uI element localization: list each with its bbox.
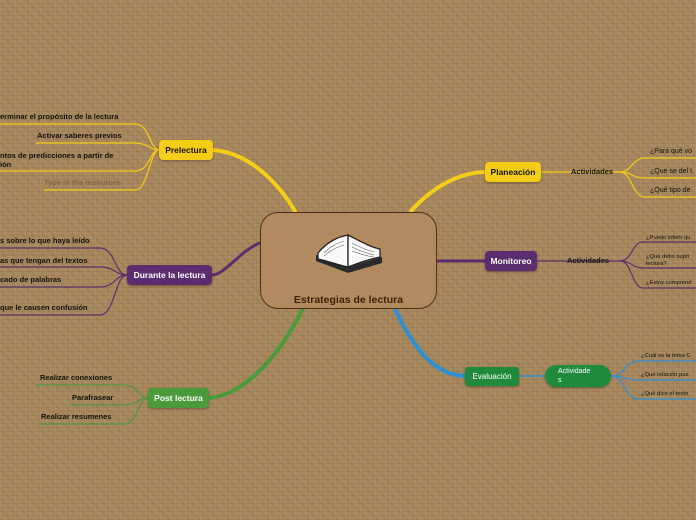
evaluacion-item-3[interactable]: ¿Qué dice el texto [641, 391, 689, 397]
link-evaluacion [393, 308, 466, 378]
prelectura-item-3-cont: ión [0, 160, 12, 169]
prelectura-item-1[interactable]: erminar el propósito de la lectura [0, 112, 119, 121]
prelectura-leaf-links [0, 123, 160, 191]
link-durante [211, 240, 263, 277]
topic-evaluacion[interactable]: Evaluación [465, 367, 519, 386]
link-prelectura [211, 148, 298, 214]
monitoreo-leaf-links [619, 241, 696, 289]
planeacion-actividades[interactable]: Actividades [571, 167, 614, 176]
durante-item-2[interactable]: as que tengan del textos [0, 256, 88, 265]
topic-planeacion[interactable]: Planeación [485, 162, 541, 182]
monitoreo-actividades[interactable]: Actividades [567, 256, 610, 265]
link-planeacion [408, 170, 486, 214]
post-leaf-links [36, 384, 149, 425]
topic-monitoreo[interactable]: Monitoreo [485, 251, 537, 271]
durante-item-3[interactable]: cado de palabras [0, 275, 62, 284]
open-book-icon [316, 233, 382, 273]
monitoreo-item-3[interactable]: ¿Estoy comprend [646, 280, 692, 286]
durante-item-4[interactable]: que le causen confusión [0, 303, 88, 312]
evaluacion-actividades[interactable]: Actividade s [545, 365, 611, 387]
topic-durante-la-lectura[interactable]: Durante la lectura [127, 265, 212, 285]
post-item-2[interactable]: Parafrasear [72, 393, 114, 402]
durante-item-1[interactable]: s sobre lo que haya leído [0, 236, 90, 245]
evaluacion-actividades-line2: s [558, 377, 562, 384]
durante-leaf-links [0, 247, 128, 316]
prelectura-placeholder[interactable]: Type in the resources [44, 178, 121, 187]
topic-prelectura[interactable]: Prelectura [159, 140, 213, 160]
evaluacion-item-2[interactable]: ¿Qué relación pue [641, 372, 689, 378]
topic-post-lectura[interactable]: Post lectura [148, 388, 209, 408]
prelectura-item-3[interactable]: ntos de predicciones a partir de [0, 151, 114, 160]
monitoreo-item-2[interactable]: ¿Qué debo supri [646, 254, 690, 260]
post-item-3[interactable]: Realizar resumenes [41, 412, 112, 421]
evaluacion-item-1[interactable]: ¿Cuál es la tema C [641, 353, 691, 359]
monitoreo-item-1[interactable]: ¿Puedo inferir qu [646, 235, 691, 241]
central-title: Estrategias de lectura [293, 294, 404, 306]
planeacion-item-2[interactable]: ¿Que se del t [650, 168, 693, 175]
monitoreo-item-2-cont: lectura? [646, 261, 667, 267]
planeacion-leaf-links [619, 157, 696, 198]
link-post [207, 307, 305, 400]
evaluacion-leaf-links [610, 360, 696, 400]
planeacion-item-3[interactable]: ¿Qué tipo de [650, 187, 691, 194]
planeacion-item-1[interactable]: ¿Para qué vo [650, 148, 693, 155]
prelectura-item-2[interactable]: Activar saberes previos [37, 131, 122, 140]
evaluacion-actividades-line1: Actividade [558, 368, 591, 375]
post-item-1[interactable]: Realizar conexiones [40, 373, 113, 382]
